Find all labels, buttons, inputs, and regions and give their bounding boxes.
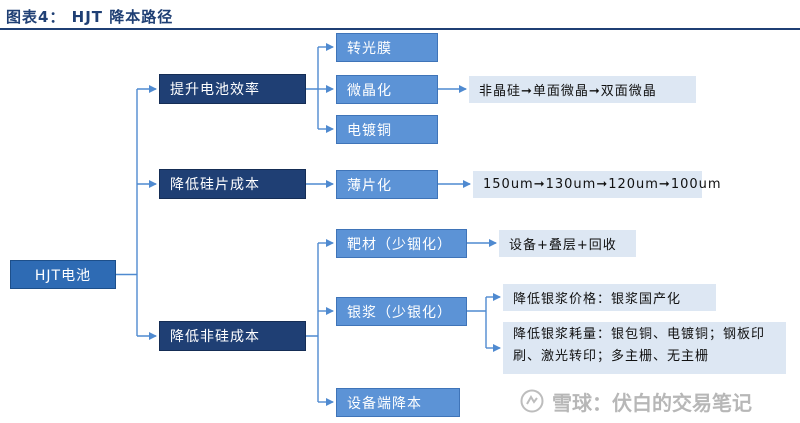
note-silver-usage: 降低银浆耗量：银包铜、电镀铜；钢板印刷、激光转印；多主栅、无主栅 — [503, 322, 786, 374]
node-copper-electroplating: 电镀铜 — [336, 115, 438, 144]
snowball-logo-icon — [520, 389, 544, 413]
note-thickness-path: 150um➞130um➞120um➞100um — [473, 171, 721, 198]
node-reduce-nonsilicon-cost: 降低非硅成本 — [159, 321, 306, 351]
root-node-hjt-cell: HJT电池 — [10, 260, 116, 289]
note-microcrystal-path: 非晶硅➞单面微晶➞双面微晶 — [469, 76, 696, 103]
watermark-text: 雪球：伏白的交易笔记 — [552, 390, 752, 415]
nonsilicon-trunk — [306, 243, 319, 402]
efficiency-trunk — [306, 47, 319, 129]
node-light-conversion-film: 转光膜 — [336, 33, 438, 62]
node-thinning: 薄片化 — [336, 170, 438, 199]
node-reduce-wafer-cost: 降低硅片成本 — [159, 169, 306, 199]
node-target-less-indium: 靶材（少铟化） — [336, 229, 467, 258]
figure-title: 图表4： HJT 降本路径 — [6, 8, 174, 26]
title-rule — [0, 28, 800, 30]
silver-trunk — [467, 297, 487, 348]
note-silver-price: 降低银浆价格：银浆国产化 — [503, 284, 716, 311]
watermark: 雪球：伏白的交易笔记 — [520, 385, 790, 417]
node-silver-paste-less-silver: 银浆（少银化） — [336, 297, 467, 326]
node-improve-efficiency: 提升电池效率 — [159, 74, 306, 104]
note-target-measures: 设备+叠层+回收 — [499, 230, 636, 257]
root-trunk — [116, 89, 138, 336]
node-equipment-cost-reduction: 设备端降本 — [336, 388, 460, 417]
node-microcrystallization: 微晶化 — [336, 75, 438, 104]
